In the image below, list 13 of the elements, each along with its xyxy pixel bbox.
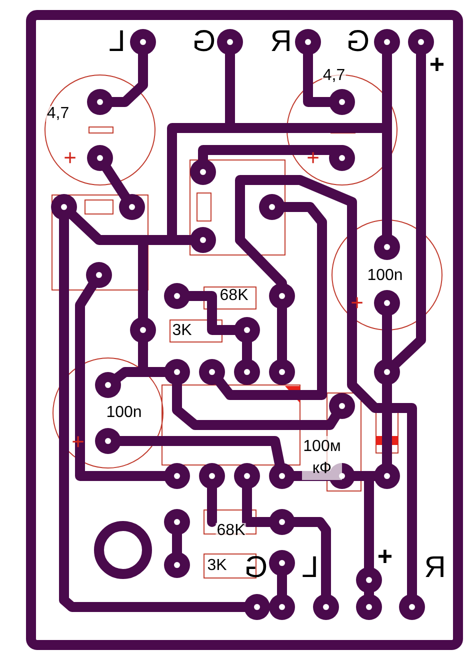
pin-label: G [192, 27, 216, 57]
polarity-mark: + [429, 51, 445, 77]
polarity-mark: + [350, 292, 364, 314]
pin-label: R [270, 27, 292, 57]
component-value-label: 100м кФ [302, 436, 342, 480]
pin-label: R [424, 553, 446, 583]
component-value-label: 4,7 [322, 68, 346, 84]
pin-label: L [302, 553, 318, 583]
pin-label: L [108, 27, 126, 57]
component-value-label: 4,7 [46, 106, 70, 122]
polarity-mark: + [64, 147, 76, 169]
polarity-mark: + [377, 543, 393, 569]
pin-label: G [346, 27, 370, 57]
